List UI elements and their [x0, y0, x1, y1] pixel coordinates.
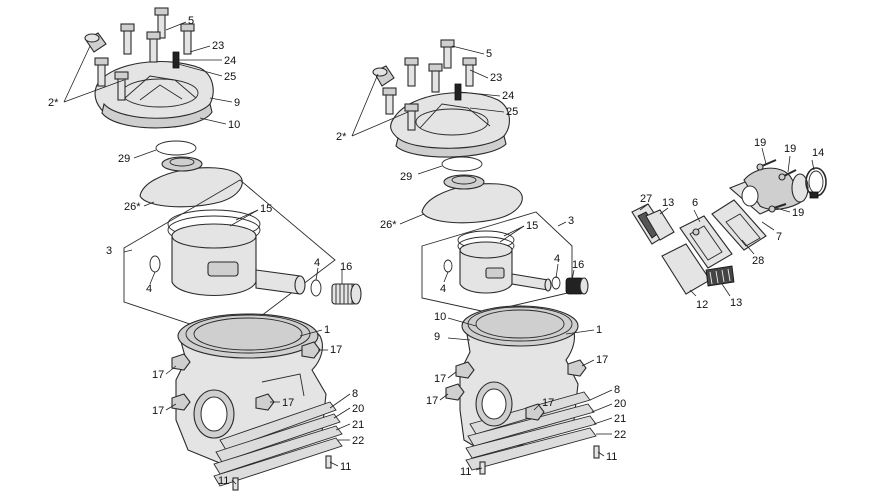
- callout-11a: 11: [340, 461, 351, 473]
- callout-19b: 19: [784, 143, 796, 155]
- middle-head-bolts: [372, 39, 477, 131]
- callout-4b-mid: 4: [554, 253, 560, 265]
- callout-26: 26*: [124, 201, 141, 213]
- callout-21-mid: 21: [614, 413, 626, 425]
- callout-2-mid: 2*: [336, 131, 347, 143]
- intake-gasket-7: [711, 199, 767, 251]
- callout-17d: 17: [282, 397, 294, 409]
- intake-gasket-28: [725, 213, 761, 247]
- callout-8-mid: 8: [614, 384, 620, 396]
- left-assembly: [84, 7, 362, 491]
- callout-20-mid: 20: [614, 398, 626, 410]
- callout-24-mid: 24: [502, 90, 514, 102]
- middle-cylinder-head: [390, 92, 510, 158]
- callout-26-mid: 26*: [380, 219, 397, 231]
- left-piston: [149, 209, 322, 297]
- callout-4b: 4: [314, 257, 320, 269]
- callout-3-mid: 3: [568, 215, 574, 227]
- callout-12: 12: [696, 299, 708, 311]
- callout-25-mid: 25: [506, 106, 518, 118]
- callout-7: 7: [776, 231, 782, 243]
- middle-needle-bearing: [565, 277, 589, 295]
- callout-1-mid: 1: [596, 324, 602, 336]
- reed-block: [679, 215, 733, 269]
- left-cylinder: [175, 313, 343, 487]
- callout-17a: 17: [330, 344, 342, 356]
- reed-petal-13: [705, 265, 735, 287]
- callout-5: 5: [188, 15, 194, 27]
- callout-3: 3: [106, 245, 112, 257]
- callout-17b-mid: 17: [434, 373, 446, 385]
- intake-clamp: [805, 167, 827, 199]
- callout-21: 21: [352, 419, 364, 431]
- callout-11a-mid: 11: [606, 451, 617, 463]
- callout-22-mid: 22: [614, 429, 626, 441]
- callout-17b: 17: [152, 369, 164, 381]
- callout-28: 28: [752, 255, 764, 267]
- callout-17a-mid: 17: [596, 354, 608, 366]
- right-intake-assembly: [631, 159, 827, 295]
- callout-16-mid: 16: [572, 259, 584, 271]
- callout-11b: 11: [218, 475, 229, 487]
- left-needle-bearing: [331, 283, 362, 305]
- middle-pin-a: [479, 461, 486, 475]
- middle-pin-b: [593, 445, 600, 459]
- callout-2: 2*: [48, 97, 59, 109]
- left-piston-frame: [123, 179, 336, 339]
- callout-8: 8: [352, 388, 358, 400]
- callout-27: 27: [640, 193, 652, 205]
- reed-petals-left: [631, 203, 675, 245]
- callout-9: 9: [234, 97, 240, 109]
- callout-labels: 5 23 24 25 9 10 2* 29 26* 15 3 4 4 16 1 …: [48, 15, 824, 487]
- callout-29: 29: [118, 153, 130, 165]
- middle-assembly: [372, 39, 600, 475]
- callout-16: 16: [340, 261, 352, 273]
- callout-11b-mid: 11: [460, 466, 471, 478]
- intake-bolts: [756, 159, 797, 213]
- callout-13b: 13: [730, 297, 742, 309]
- callout-14: 14: [812, 147, 824, 159]
- callout-22: 22: [352, 435, 364, 447]
- callout-17c-mid: 17: [426, 395, 438, 407]
- callout-17c: 17: [152, 405, 164, 417]
- callout-13a: 13: [662, 197, 674, 209]
- middle-nuts: [445, 359, 587, 421]
- left-head-bolts: [84, 7, 195, 101]
- left-head-gasket: [139, 156, 243, 208]
- callout-15-mid: 15: [526, 220, 538, 232]
- middle-oring: [441, 156, 483, 172]
- left-pin-b: [325, 455, 332, 469]
- callout-23: 23: [212, 40, 224, 52]
- middle-piston: [443, 230, 561, 294]
- callout-25: 25: [224, 71, 236, 83]
- callout-4: 4: [146, 283, 152, 295]
- leader-lines: [63, 21, 815, 485]
- left-cylinder-head: [94, 61, 214, 129]
- callout-23-mid: 23: [490, 72, 502, 84]
- middle-cylinder: [459, 305, 597, 471]
- callout-4-mid: 4: [440, 283, 446, 295]
- callout-20: 20: [352, 403, 364, 415]
- callout-1: 1: [324, 324, 330, 336]
- callout-9-mid: 9: [434, 331, 440, 343]
- callout-17d-mid: 17: [542, 397, 554, 409]
- callout-6: 6: [692, 197, 698, 209]
- callout-19c: 19: [792, 207, 804, 219]
- middle-head-gasket: [421, 174, 523, 224]
- callout-10-mid: 10: [434, 311, 446, 323]
- callout-24: 24: [224, 55, 236, 67]
- callout-10: 10: [228, 119, 240, 131]
- callout-15: 15: [260, 203, 272, 215]
- left-oring: [155, 140, 197, 156]
- intake-manifold: [728, 167, 809, 215]
- callout-19a: 19: [754, 137, 766, 149]
- callout-29-mid: 29: [400, 171, 412, 183]
- callout-5-mid: 5: [486, 48, 492, 60]
- left-nuts: [171, 341, 321, 411]
